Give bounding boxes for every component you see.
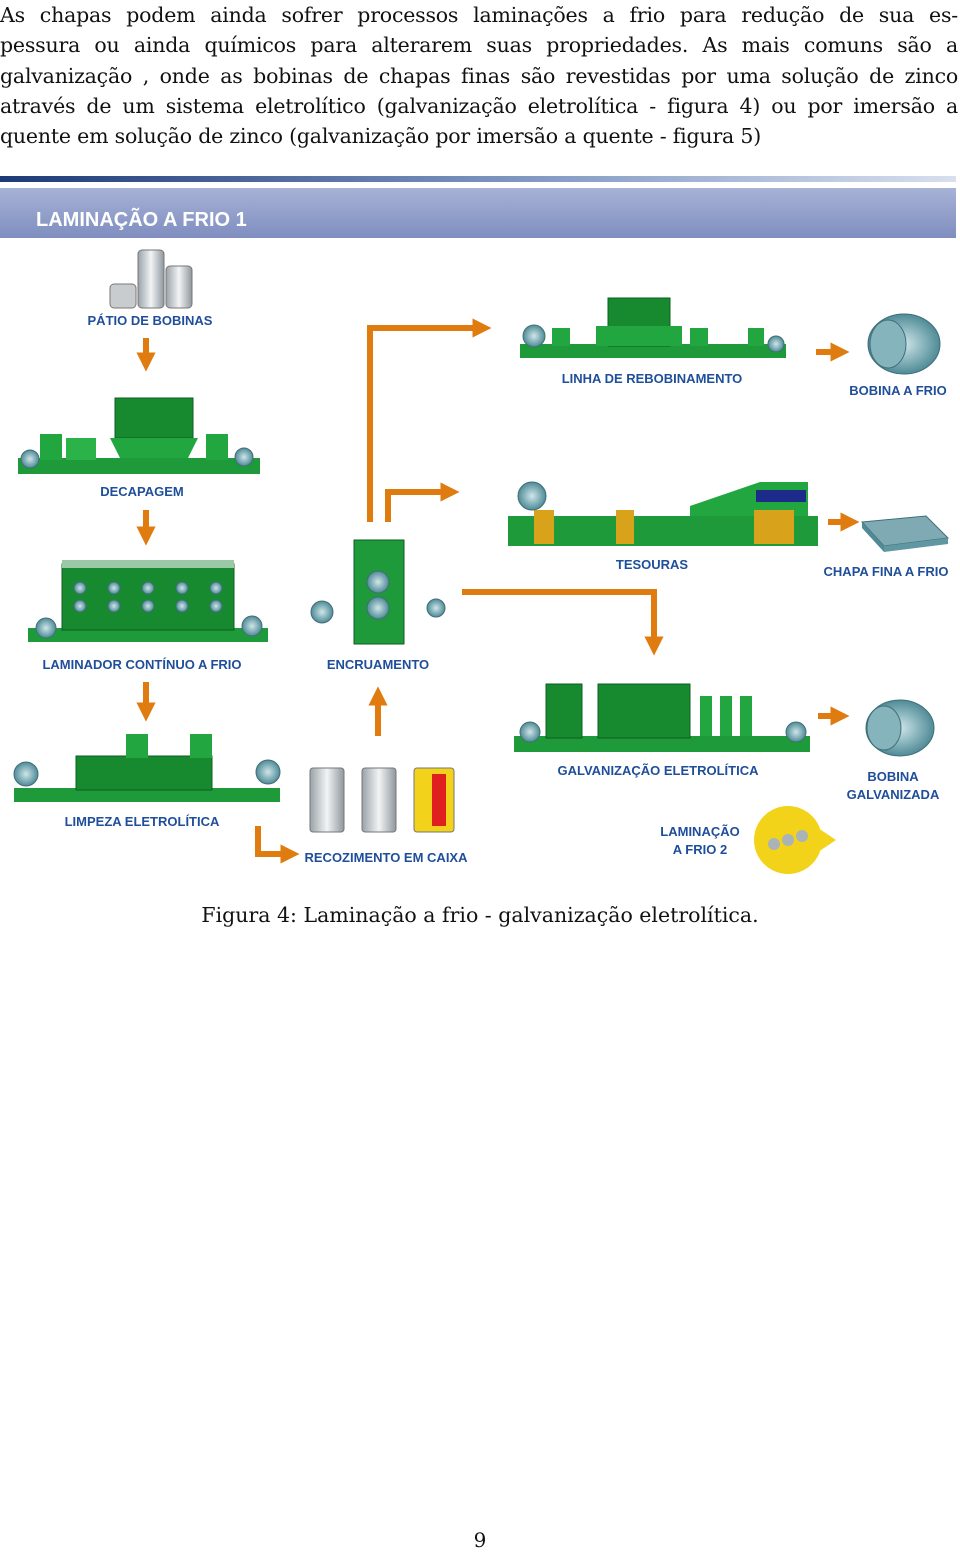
body-paragraph: As chapas podem ainda sofrer processos l… [0,0,958,151]
pickling-line-icon [18,397,260,474]
label-rebobinamento: LINHA DE REBOBINAMENTO [562,371,743,386]
process-diagram: LAMINAÇÃO A FRIO 1 PÁTIO DE BOBINAS DECA… [0,176,956,874]
label-bobina-galv-line1: BOBINA [867,769,919,784]
temper-mill-icon [310,539,446,645]
label-laminador: LAMINADOR CONTÍNUO A FRIO [42,657,241,672]
next-process-arrow-icon [754,806,836,874]
paragraph-line: pessura ou ainda químicos para alterarem… [0,33,958,58]
banner-title: LAMINAÇÃO A FRIO 1 [36,208,247,231]
continuous-cold-mill-icon [28,560,268,642]
paragraph-line: galvanização , onde as bobinas de chapas… [0,63,958,88]
paragraph-line: As chapas podem ainda sofrer processos l… [0,3,958,27]
arrow-encruamento-to-rebobinamento [367,318,492,522]
label-bobina-frio: BOBINA A FRIO [849,383,947,398]
cold-sheet-stack-icon [860,515,950,552]
rewinding-line-icon [520,297,786,358]
paragraph-line: através de um sistema eletrolítico (galv… [0,93,958,118]
paragraph-line: quente em solução de zinco (galvanização… [0,124,762,149]
label-encruamento: ENCRUAMENTO [327,657,429,672]
page-number: 9 [473,1528,487,1552]
galvanized-coil-icon [865,699,935,757]
process-figure: LAMINAÇÃO A FRIO 1 PÁTIO DE BOBINAS DECA… [0,176,960,876]
label-tesouras: TESOURAS [616,557,689,572]
label-limpeza: LIMPEZA ELETROLÍTICA [65,814,220,829]
label-decapagem: DECAPAGEM [100,484,184,499]
label-patio: PÁTIO DE BOBINAS [88,313,213,328]
electrolytic-cleaning-icon [13,734,281,802]
flow-arrows [136,318,860,864]
arrow-encruamento-to-tesouras [385,482,460,522]
figure-caption: Figura 4: Laminação a frio - galvanizaçã… [201,903,759,927]
electrolytic-galvanizing-line-icon [514,683,810,752]
label-bobina-galv-line2: GALVANIZADA [847,787,940,802]
shears-line-icon [508,481,818,546]
label-recozimento: RECOZIMENTO EM CAIXA [305,850,469,865]
arrow-limpeza-to-recozimento [255,826,300,864]
banner-top-strip [0,176,956,182]
label-lam2-line2: A FRIO 2 [673,842,727,857]
label-lam2-line1: LAMINAÇÃO [660,824,739,839]
coil-yard-icon [109,249,193,309]
banner [0,188,956,238]
label-galvanizacao: GALVANIZAÇÃO ELETROLÍTICA [557,763,759,778]
cold-coil-icon [867,313,941,375]
arrow-encruamento-to-galvanizacao [462,589,664,656]
label-chapa-fina: CHAPA FINA A FRIO [824,564,949,579]
box-annealing-icon [309,767,455,833]
